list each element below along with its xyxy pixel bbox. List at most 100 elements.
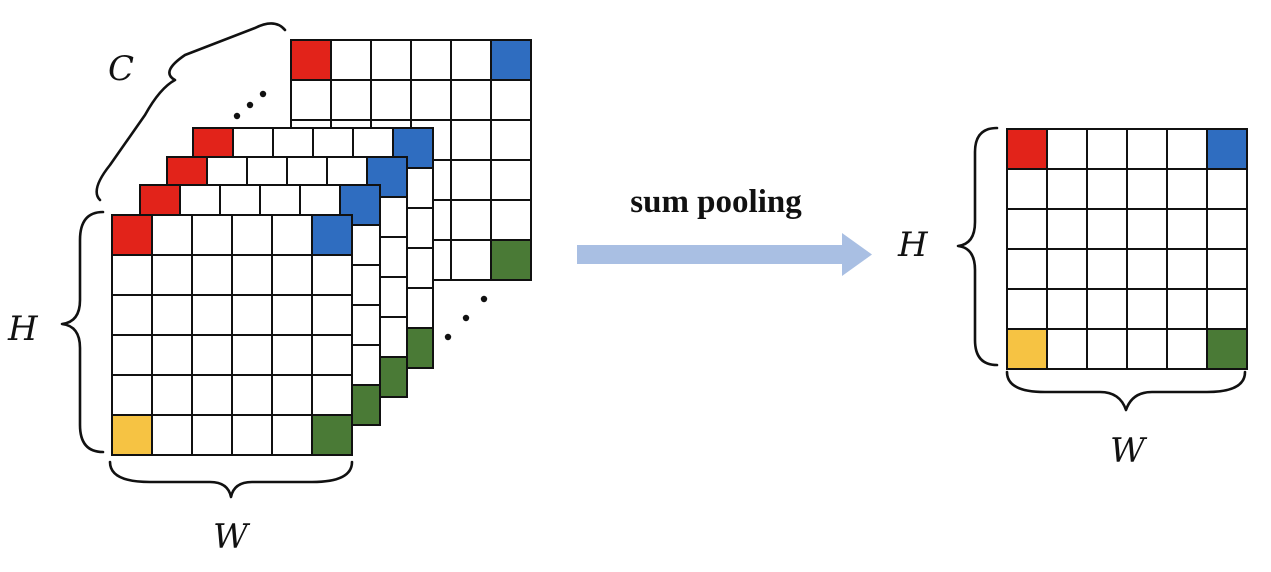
grid-cell — [330, 39, 372, 81]
channel-brace — [95, 22, 287, 202]
grid-cell — [1126, 168, 1168, 210]
grid-cell — [231, 334, 273, 376]
grid-cell — [1086, 208, 1128, 250]
grid-cell — [231, 214, 273, 256]
grid-cell — [271, 254, 313, 296]
output-width-label: W — [1110, 431, 1148, 471]
grid-cell — [290, 79, 332, 121]
grid-cell — [1206, 128, 1248, 170]
grid-cell — [271, 334, 313, 376]
grid-cell — [490, 39, 532, 81]
channel-ellipsis-bottom — [444, 295, 488, 341]
output-feature-map — [1006, 128, 1248, 370]
grid-cell — [111, 334, 153, 376]
grid-cell — [1126, 328, 1168, 370]
pooling-arrow — [577, 233, 872, 276]
grid-cell — [271, 294, 313, 336]
grid-cell — [490, 79, 532, 121]
grid-cell — [1166, 168, 1208, 210]
grid-cell — [1046, 288, 1088, 330]
grid-cell — [191, 294, 233, 336]
grid-cell — [1206, 208, 1248, 250]
grid-cell — [410, 79, 452, 121]
grid-cell — [1166, 328, 1208, 370]
grid-cell — [370, 79, 412, 121]
grid-cell — [1006, 328, 1048, 370]
grid-cell — [311, 294, 353, 336]
grid-cell — [1166, 248, 1208, 290]
grid-cell — [450, 239, 492, 281]
grid-cell — [1006, 208, 1048, 250]
grid-cell — [1166, 128, 1208, 170]
grid-cell — [1126, 288, 1168, 330]
input-feature-map-stack — [111, 39, 532, 456]
grid-cell — [151, 294, 193, 336]
grid-cell — [231, 374, 273, 416]
grid-cell — [330, 79, 372, 121]
grid-cell — [1086, 128, 1128, 170]
grid-cell — [1046, 328, 1088, 370]
grid-cell — [311, 214, 353, 256]
grid-cell — [1126, 128, 1168, 170]
grid-cell — [1006, 168, 1048, 210]
grid-cell — [271, 414, 313, 456]
grid-cell — [151, 254, 193, 296]
grid-cell — [111, 214, 153, 256]
arrow-shaft — [577, 245, 845, 264]
grid-cell — [191, 414, 233, 456]
grid-cell — [490, 199, 532, 241]
grid-cell — [191, 374, 233, 416]
input-height-brace — [60, 210, 105, 454]
channel-ellipsis-top — [233, 90, 267, 120]
grid-cell — [151, 214, 193, 256]
arrow-head — [842, 233, 872, 276]
output-height-label: H — [897, 225, 929, 265]
grid-cell — [1206, 168, 1248, 210]
grid-cell — [490, 119, 532, 161]
grid-cell — [1086, 248, 1128, 290]
grid-cell — [1046, 128, 1088, 170]
grid-cell — [191, 334, 233, 376]
grid-cell — [311, 414, 353, 456]
grid-cell — [231, 254, 273, 296]
grid-cell — [1126, 248, 1168, 290]
grid-cell — [151, 414, 193, 456]
grid-cell — [271, 374, 313, 416]
grid-cell — [1126, 208, 1168, 250]
grid-cell — [311, 254, 353, 296]
grid-cell — [1046, 208, 1088, 250]
input-width-label: W — [213, 517, 251, 557]
grid-cell — [450, 199, 492, 241]
output-grid — [1006, 128, 1248, 370]
input-height-label: H — [7, 309, 39, 349]
grid-cell — [231, 414, 273, 456]
operation-label: sum pooling — [630, 184, 802, 220]
grid-cell — [490, 239, 532, 281]
grid-cell — [151, 334, 193, 376]
output-height-brace — [956, 126, 999, 367]
grid-cell — [151, 374, 193, 416]
channel-label: C — [108, 49, 134, 89]
grid-cell — [271, 214, 313, 256]
grid-cell — [1086, 168, 1128, 210]
grid-cell — [311, 334, 353, 376]
grid-cell — [1046, 248, 1088, 290]
grid-cell — [1046, 168, 1088, 210]
grid-cell — [450, 79, 492, 121]
grid-cell — [1206, 248, 1248, 290]
grid-cell — [450, 119, 492, 161]
grid-cell — [111, 294, 153, 336]
grid-cell — [111, 374, 153, 416]
grid-cell — [1166, 208, 1208, 250]
grid-cell — [1006, 128, 1048, 170]
grid-cell — [191, 214, 233, 256]
grid-cell — [1086, 288, 1128, 330]
grid-cell — [1006, 288, 1048, 330]
grid-cell — [111, 414, 153, 456]
channel-layer-front — [111, 214, 353, 456]
grid-cell — [1206, 288, 1248, 330]
grid-cell — [370, 39, 412, 81]
grid-cell — [490, 159, 532, 201]
grid-cell — [1086, 328, 1128, 370]
